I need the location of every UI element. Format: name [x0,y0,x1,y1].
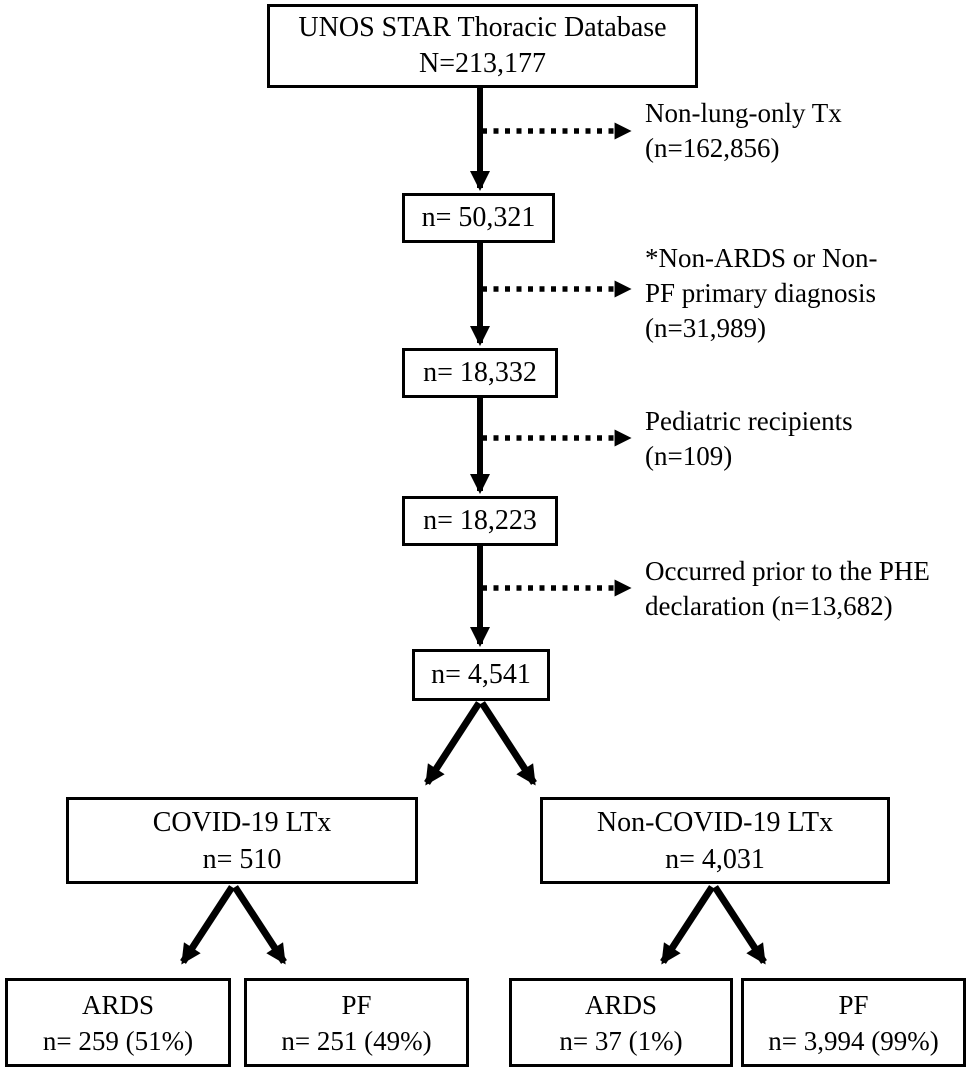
branch-title: Non-COVID-19 LTx [596,806,834,838]
count-box-after-lung-only-filter: n= 50,321 [402,193,555,243]
exclusion-line: declaration (n=13,682) [645,591,893,621]
box-non-covid19-ltx: Non-COVID-19 LTx n= 4,031 [540,797,890,884]
branch-arrow-covid [424,701,482,786]
covid-arrow-ards [180,885,235,965]
exclusion-label-non-ards-pf: *Non-ARDS or Non- PF primary diagnosis (… [645,241,878,346]
branch-arrow-noncovid [479,701,537,786]
noncovid-arrow-pf [712,885,767,965]
leaf-count: n= 259 (51%) [42,1025,194,1056]
box-noncovid-pf: PF n= 3,994 (99%) [741,978,966,1067]
exclusion-label-pre-phe: Occurred prior to the PHE declaration (n… [645,554,930,624]
branch-title: COVID-19 LTx [152,806,332,838]
branch-count: n= 4,031 [665,843,765,875]
leaf-count: n= 37 (1%) [559,1025,683,1056]
box-covid-ards: ARDS n= 259 (51%) [5,978,231,1067]
leaf-count: n= 3,994 (99%) [768,1025,939,1056]
branch-count: n= 510 [202,843,282,875]
exclusion-line: (n=109) [645,441,733,471]
exclusion-line: Occurred prior to the PHE [645,556,930,586]
box-covid19-ltx: COVID-19 LTx n= 510 [66,797,418,884]
count-value: n= 18,332 [423,357,537,388]
exclusion-line: (n=162,856) [645,133,780,163]
leaf-title: PF [341,989,372,1020]
leaf-title: PF [838,989,869,1020]
database-title: UNOS STAR Thoracic Database [298,12,667,43]
covid-arrow-pf [232,885,287,965]
box-covid-pf: PF n= 251 (49%) [244,978,469,1067]
count-value: n= 4,541 [431,659,531,690]
count-value: n= 18,223 [423,505,537,536]
count-box-after-pediatric-filter: n= 18,223 [402,496,558,546]
database-count: N=213,177 [418,48,546,79]
count-value: n= 50,321 [421,202,536,233]
exclusion-line: *Non-ARDS or Non- [645,243,878,273]
exclusion-line: Non-lung-only Tx [645,98,842,128]
exclusion-line: (n=31,989) [645,313,766,343]
exclusion-label-non-lung-only: Non-lung-only Tx (n=162,856) [645,96,842,166]
leaf-title: ARDS [584,989,658,1020]
leaf-title: ARDS [81,989,155,1020]
box-noncovid-ards: ARDS n= 37 (1%) [509,978,733,1067]
box-database-total: UNOS STAR Thoracic Database N=213,177 [267,4,698,88]
count-box-after-diagnosis-filter: n= 18,332 [402,348,558,398]
noncovid-arrow-ards [660,885,715,965]
leaf-count: n= 251 (49%) [281,1025,432,1056]
exclusion-label-pediatric: Pediatric recipients (n=109) [645,404,853,474]
exclusion-line: Pediatric recipients [645,406,853,436]
exclusion-line: PF primary diagnosis [645,278,877,308]
count-box-after-phe-filter: n= 4,541 [412,649,550,701]
